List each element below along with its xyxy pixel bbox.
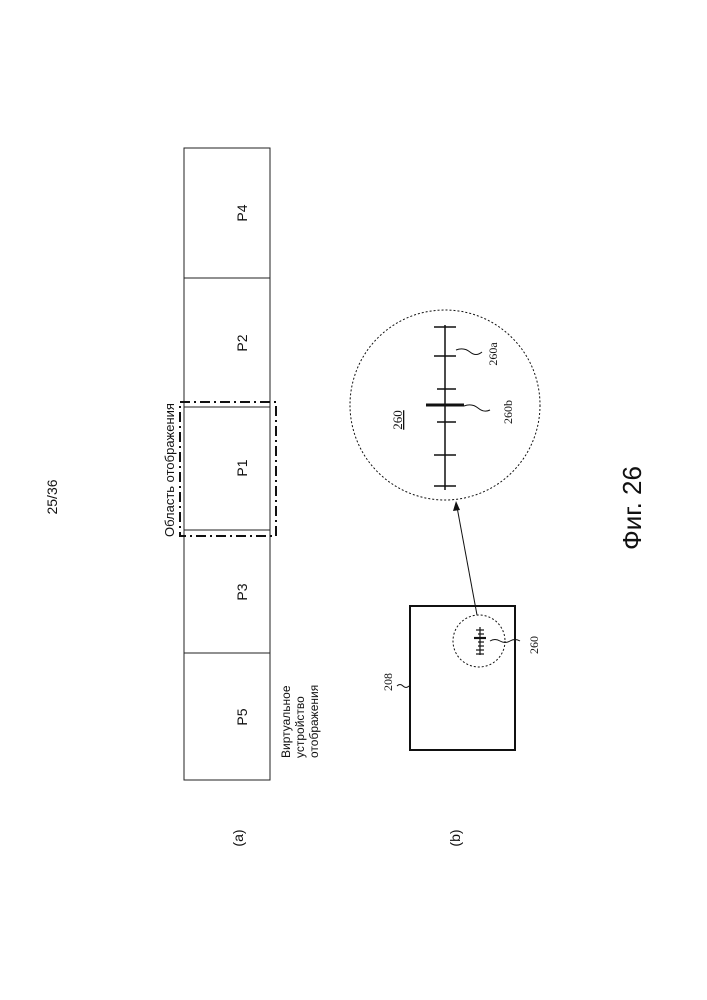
virtual-display-label-line2: устройство bbox=[293, 696, 307, 758]
device-ref-leader bbox=[397, 685, 409, 688]
indicator-ref-260: 260 bbox=[527, 636, 541, 654]
virtual-display-label-line3: отображения bbox=[307, 685, 321, 758]
virtual-display-label-line1: Виртуальное bbox=[279, 685, 293, 758]
device-ref-208: 208 bbox=[381, 673, 395, 691]
indicator-circle-small bbox=[453, 615, 505, 667]
panel-label-p5: P5 bbox=[234, 708, 250, 725]
virtual-display-strip bbox=[184, 148, 270, 780]
magnify-arrow-head bbox=[453, 501, 460, 511]
part-a-label: (a) bbox=[230, 829, 246, 846]
device-208 bbox=[410, 606, 515, 750]
ref-260a: 260a bbox=[486, 342, 500, 366]
part-b-label: (b) bbox=[447, 829, 463, 846]
ref-260b-leader bbox=[464, 405, 490, 411]
panel-label-p2: P2 bbox=[234, 334, 250, 351]
panel-label-p3: P3 bbox=[234, 583, 250, 600]
display-area-label: Область отображения bbox=[162, 403, 177, 537]
display-area-frame bbox=[180, 402, 276, 536]
figure-caption: Фиг. 26 bbox=[617, 466, 647, 550]
magnified-ref-260: 260 bbox=[390, 410, 405, 430]
magnify-arrow bbox=[457, 507, 477, 615]
panel-label-p1: P1 bbox=[234, 459, 250, 476]
page-number: 25/36 bbox=[44, 479, 60, 514]
panel-label-p4: P4 bbox=[234, 204, 250, 221]
small-scale bbox=[474, 627, 486, 655]
ref-260b: 260b bbox=[501, 400, 515, 424]
ref-260a-leader bbox=[456, 349, 482, 355]
